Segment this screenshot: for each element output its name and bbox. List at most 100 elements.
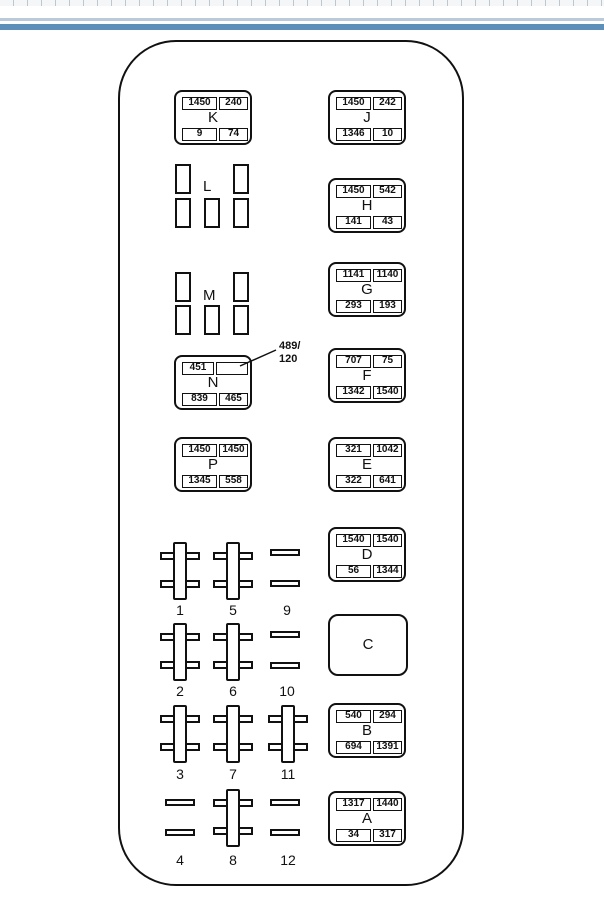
terminal: 1317 — [336, 798, 371, 811]
fuse-number: 1 — [176, 602, 184, 618]
callout-label: 489/ 120 — [279, 340, 300, 366]
relay-p: 1450 1450 P 1345 558 — [174, 437, 252, 492]
relay-m-socket — [175, 272, 191, 302]
terminal: 1344 — [373, 565, 402, 578]
fuse-number: 4 — [176, 852, 184, 868]
relay-b: 540 294 B 694 1391 — [328, 703, 406, 758]
relay-j: 1450 242 J 1346 10 — [328, 90, 406, 145]
fuse-12-bar — [270, 829, 300, 836]
fuse-10-bar — [270, 662, 300, 669]
terminal: 540 — [336, 710, 371, 723]
relay-a: 1317 1440 A 34 317 — [328, 791, 406, 846]
relay-label: J — [363, 109, 371, 126]
terminal: 1042 — [373, 444, 402, 457]
fuse-9-bar — [270, 549, 300, 556]
relay-label: E — [361, 456, 372, 473]
terminal: 321 — [336, 444, 371, 457]
terminal: 56 — [336, 565, 371, 578]
fuse-3 — [160, 705, 200, 763]
fuse-number: 9 — [283, 602, 291, 618]
relay-label: P — [207, 456, 218, 473]
relay-label: D — [361, 546, 373, 563]
terminal: 1540 — [373, 386, 402, 399]
fuse-number: 7 — [229, 766, 237, 782]
terminal: 1440 — [373, 798, 402, 811]
terminal: 1342 — [336, 386, 371, 399]
terminal: 1391 — [373, 741, 402, 754]
fuse-number: 6 — [229, 683, 237, 699]
relay-d: 1540 1540 D 56 1344 — [328, 527, 406, 582]
terminal: 1540 — [336, 534, 371, 547]
relay-l-socket — [233, 164, 249, 194]
terminal: 74 — [219, 128, 248, 141]
terminal: 317 — [373, 829, 402, 842]
terminal: 294 — [373, 710, 402, 723]
fuse-4-bar — [165, 799, 195, 806]
terminal: 242 — [373, 97, 402, 110]
terminal: 34 — [336, 829, 371, 842]
fuse-number: 12 — [280, 852, 296, 868]
terminal: 451 — [182, 362, 214, 375]
fuse-4-bar — [165, 829, 195, 836]
relay-c: C — [328, 614, 408, 676]
terminal: 1141 — [336, 269, 371, 282]
fuse-number: 2 — [176, 683, 184, 699]
callout-line-1: 489/ — [279, 340, 301, 352]
terminal: 1345 — [182, 475, 217, 488]
terminal: 465 — [219, 393, 248, 406]
toolbar-tick-marks — [0, 0, 604, 6]
terminal: 1140 — [373, 269, 402, 282]
terminal: 240 — [219, 97, 248, 110]
terminal: 9 — [182, 128, 217, 141]
relay-label: A — [361, 810, 372, 827]
fuse-7 — [213, 705, 253, 763]
fuse-9-bar — [270, 580, 300, 587]
terminal: 1540 — [373, 534, 402, 547]
fuse-10-bar — [270, 631, 300, 638]
terminal: 75 — [373, 355, 402, 368]
relay-e: 321 1042 E 322 641 — [328, 437, 406, 492]
terminal: 293 — [336, 300, 371, 313]
terminal: 1450 — [336, 97, 371, 110]
terminal: 641 — [373, 475, 402, 488]
relay-l-socket — [175, 164, 191, 194]
fuse-5 — [213, 542, 253, 600]
fuse-number: 11 — [280, 766, 296, 782]
relay-label: N — [207, 374, 219, 391]
terminal: 1450 — [336, 185, 371, 198]
relay-label: F — [362, 367, 372, 384]
fuse-6 — [213, 623, 253, 681]
fuse-number: 8 — [229, 852, 237, 868]
header-rule-dark — [0, 24, 604, 30]
terminal: 193 — [373, 300, 402, 313]
relay-k: 1450 240 K 9 74 — [174, 90, 252, 145]
relay-g: 1141 1140 G 293 193 — [328, 262, 406, 317]
relay-m-label: M — [203, 287, 216, 304]
terminal: 1450 — [182, 444, 217, 457]
fuse-8 — [213, 789, 253, 847]
fuse-number: 5 — [229, 602, 237, 618]
relay-l-socket — [204, 198, 220, 228]
terminal: 558 — [219, 475, 248, 488]
terminal: 1450 — [182, 97, 217, 110]
relay-m-socket — [233, 305, 249, 335]
fuse-block-outline — [118, 40, 464, 886]
relay-label: C — [362, 636, 374, 653]
fuse-number: 10 — [279, 683, 295, 699]
relay-h: 1450 542 H 141 43 — [328, 178, 406, 233]
relay-l-label: L — [203, 178, 212, 195]
relay-l-socket — [175, 198, 191, 228]
relay-label: B — [361, 722, 372, 739]
fuse-1 — [160, 542, 200, 600]
relay-label: H — [361, 197, 373, 214]
fuse-11 — [268, 705, 308, 763]
fuse-2 — [160, 623, 200, 681]
callout-line-2: 120 — [279, 353, 298, 365]
terminal: 1450 — [219, 444, 248, 457]
terminal: 43 — [373, 216, 402, 229]
terminal: 542 — [373, 185, 402, 198]
relay-m-socket — [175, 305, 191, 335]
terminal: 141 — [336, 216, 371, 229]
relay-label: K — [207, 109, 218, 126]
